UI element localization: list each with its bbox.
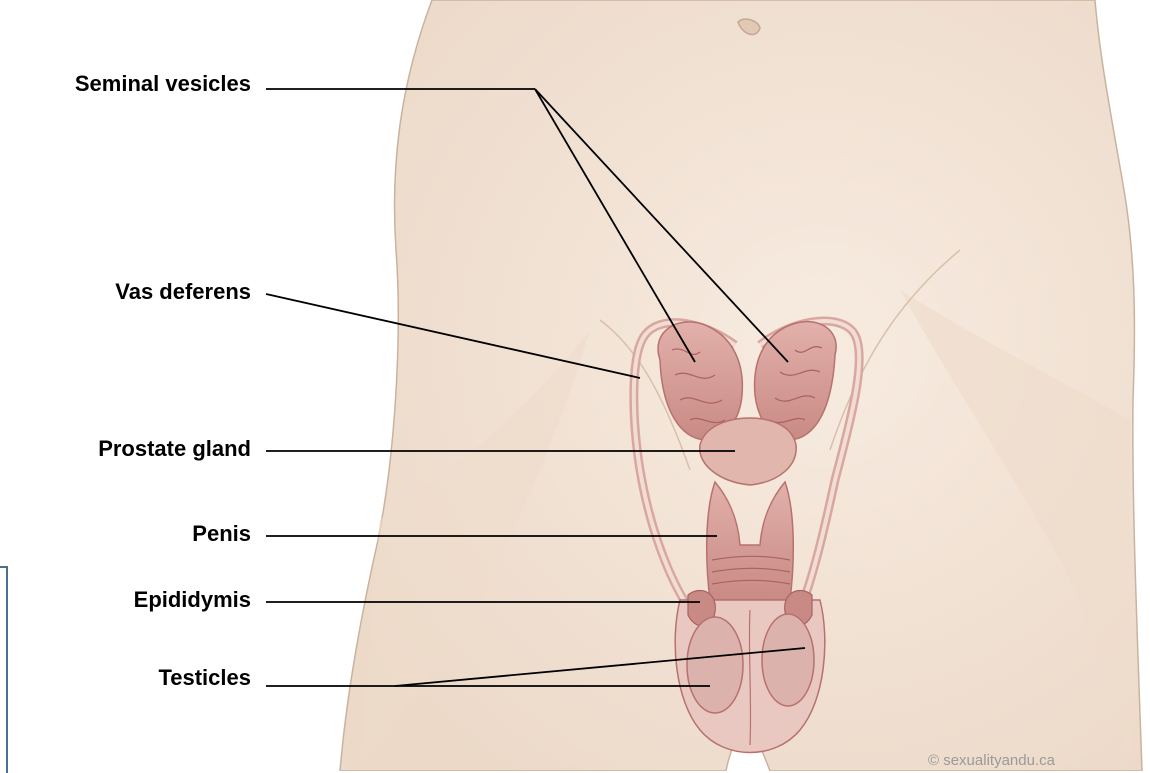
label-vas-deferens: Vas deferens (115, 279, 251, 305)
copyright-notice: © sexualityandu.ca (928, 752, 1055, 769)
label-epididymis: Epididymis (134, 587, 251, 613)
label-penis: Penis (192, 521, 251, 547)
label-prostate-gland: Prostate gland (98, 436, 251, 462)
testicle-right (762, 614, 814, 706)
testicle-left (687, 617, 743, 713)
label-seminal-vesicles: Seminal vesicles (75, 71, 251, 97)
side-frame-decoration (0, 566, 8, 773)
label-testicles: Testicles (158, 665, 251, 691)
